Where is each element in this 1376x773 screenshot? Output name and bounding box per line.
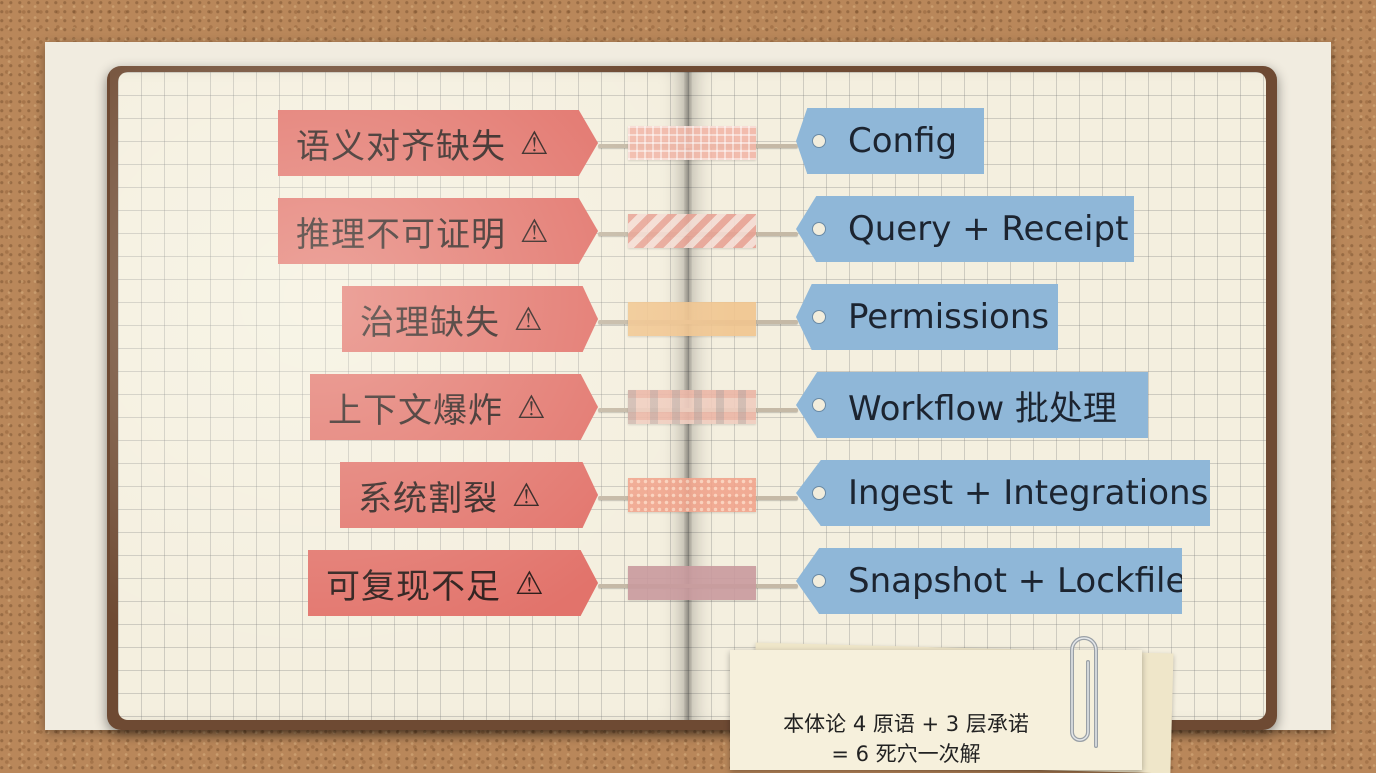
warning-icon: ⚠ [512,476,542,514]
problem-tag-governance-missing: 治理缺失 ⚠ [342,286,598,352]
solution-tag-label: Config [848,121,958,161]
problem-tag-context-explosion: 上下文爆炸 ⚠ [310,374,598,440]
washi-tape [628,566,756,600]
tag-hole [812,134,826,148]
problem-tag-reproducibility: 可复现不足 ⚠ [308,550,598,616]
solution-tag-snapshot-lockfile: Snapshot + Lockfile [796,548,1182,614]
washi-tape [628,214,756,248]
tag-hole [812,222,826,236]
tag-hole [812,486,826,500]
washi-tape [628,478,756,512]
solution-tag-permissions: Permissions [796,284,1058,350]
warning-icon: ⚠ [515,564,545,602]
washi-tape [628,126,756,160]
note-line-1: 本体论 4 原语 + 3 层承诺 [783,712,1029,736]
solution-tag-workflow: Workflow 批处理 [796,372,1148,438]
washi-tape [628,302,756,336]
solution-tag-label: Snapshot + Lockfile [848,561,1187,601]
problem-tag-label: 治理缺失 [360,302,500,343]
problem-tag-label: 语义对齐缺失 [296,126,506,167]
tag-hole [812,310,826,324]
problem-tag-label: 可复现不足 [326,566,501,607]
problem-tag-semantic-alignment: 语义对齐缺失 ⚠ [278,110,598,176]
problem-tag-label: 上下文爆炸 [328,390,503,431]
solution-tag-ingest-integrations: Ingest + Integrations [796,460,1210,526]
solution-tag-label: Workflow 批处理 [848,388,1117,429]
solution-tag-label: Permissions [848,297,1050,337]
warning-icon: ⚠ [517,388,547,426]
problem-tag-label: 系统割裂 [358,478,498,519]
paperclip-icon [1070,636,1098,748]
warning-icon: ⚠ [514,300,544,338]
warning-icon: ⚠ [520,124,550,162]
note-line-2: = 6 死穴一次解 [831,742,981,766]
tag-hole [812,398,826,412]
washi-tape [628,390,756,424]
problem-tag-unprovable-reasoning: 推理不可证明 ⚠ [278,198,598,264]
solution-tag-config: Config [796,108,984,174]
warning-icon: ⚠ [520,212,550,250]
solution-tag-query-receipt: Query + Receipt [796,196,1134,262]
solution-tag-label: Query + Receipt [848,209,1129,249]
problem-tag-system-fragmentation: 系统割裂 ⚠ [340,462,598,528]
problem-tag-label: 推理不可证明 [296,214,506,255]
tag-hole [812,574,826,588]
notebook-left-page [118,72,688,720]
solution-tag-label: Ingest + Integrations [848,473,1209,513]
